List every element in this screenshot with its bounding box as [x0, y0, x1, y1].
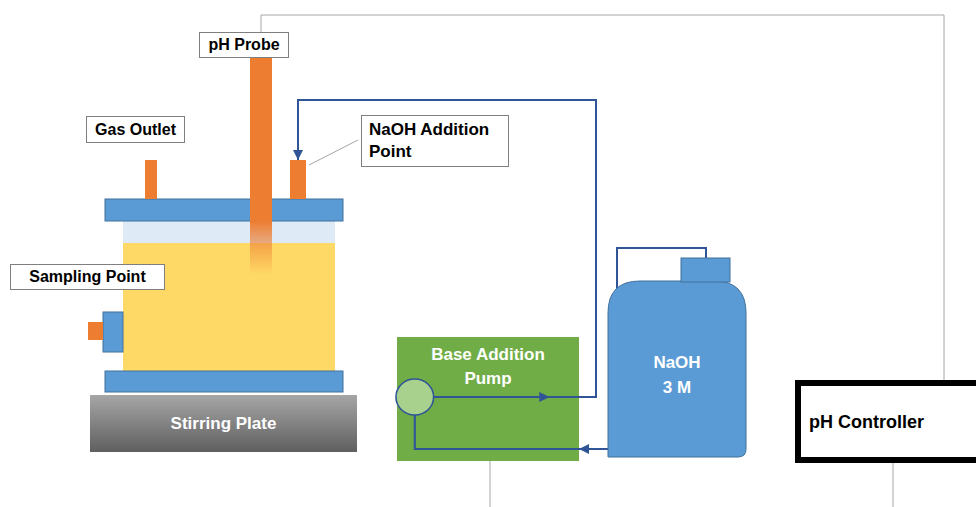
- callout-text: NaOH Addition Point: [369, 119, 501, 163]
- node-text: NaOH: [653, 350, 700, 375]
- node-text: Stirring Plate: [171, 413, 277, 435]
- liquid: [123, 243, 335, 372]
- callout-label: NaOH Addition Point: [361, 115, 509, 167]
- signal-wire: [490, 461, 491, 507]
- reagent-bottle: NaOH3 M: [608, 258, 746, 457]
- controller-box: pH Controller: [795, 380, 976, 463]
- callout-text: pH Probe: [208, 35, 279, 55]
- stirring-plate: Stirring Plate: [90, 395, 357, 452]
- vessel-base: [105, 371, 343, 392]
- sampling-port: [88, 322, 103, 340]
- pump-rotor: [396, 379, 434, 415]
- sampling-port-block: [103, 312, 123, 352]
- bottle-cap: [681, 258, 730, 282]
- node-text: 3 M: [663, 375, 691, 400]
- callout-label: Sampling Point: [10, 264, 165, 290]
- headspace: [123, 221, 335, 243]
- signal-wire: [261, 15, 944, 380]
- naoh-addition-port: [290, 160, 306, 199]
- gas-outlet-port: [145, 160, 157, 199]
- probe-rod: [250, 58, 272, 221]
- bottle-body: [608, 281, 746, 457]
- signal-wire: [893, 463, 894, 507]
- callout-label: Gas Outlet: [86, 116, 185, 143]
- tubing: [434, 396, 550, 398]
- pump-box: Base Addition Pump: [397, 337, 579, 461]
- probe-tip: [250, 221, 272, 275]
- node-text: Base Addition Pump: [407, 343, 569, 391]
- tubing: [550, 396, 579, 398]
- vessel-lid: [105, 199, 343, 221]
- leader-line: [309, 140, 358, 165]
- callout-text: Gas Outlet: [95, 120, 176, 140]
- callout-text: Sampling Point: [29, 267, 145, 287]
- callout-label: pH Probe: [199, 32, 289, 58]
- tubing: [415, 415, 579, 449]
- node-text: pH Controller: [809, 411, 924, 433]
